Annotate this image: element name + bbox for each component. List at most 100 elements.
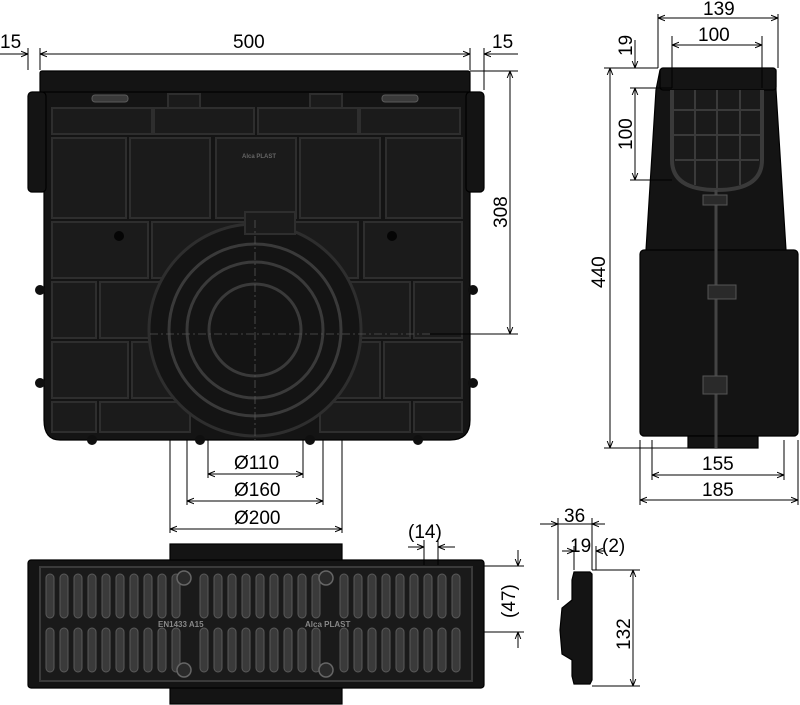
dim-side-total-height: 440 [589, 256, 610, 288]
dim-pipe-200: Ø200 [234, 508, 280, 529]
grate-slot-25 [409, 573, 419, 619]
side-view: 139 100 19 100 440 155 185 [589, 0, 799, 505]
grate-slot-13 [227, 573, 237, 619]
front-brick-21 [383, 341, 463, 399]
front-hole-right [387, 231, 397, 241]
grate-profile: 36 19 (2) 132 [540, 506, 640, 687]
dim-profile-width: 36 [564, 506, 585, 527]
front-brick-23 [99, 401, 191, 433]
grate-slot-12 [213, 573, 223, 619]
front-right-ear [465, 91, 485, 193]
front-feet [35, 285, 478, 445]
grate-slot-34 [115, 627, 125, 673]
dim-side-basket-depth: 100 [616, 118, 637, 150]
grate-slot-5 [101, 573, 111, 619]
grate-slot-7 [129, 573, 139, 619]
grate-slot-48 [339, 627, 349, 673]
grate-brand-label: Alca PLAST [305, 620, 350, 629]
front-brick-10 [51, 221, 149, 279]
profile-shape [559, 571, 593, 685]
grate-slot-47 [311, 627, 321, 673]
dim-profile-inner: 19 [570, 536, 591, 557]
grate-slot-49 [353, 627, 363, 673]
grate-slot-56 [451, 627, 461, 673]
front-top-slot-left [91, 94, 129, 103]
front-brand-label: Alca PLAST [242, 154, 276, 160]
front-brick-4 [359, 107, 461, 135]
grate-slot-1 [45, 573, 55, 619]
front-brick-9 [385, 137, 463, 219]
side-basket-grid [672, 90, 762, 190]
grate-slot-53 [409, 627, 419, 673]
grate-slot-38 [171, 627, 181, 673]
grate-slot-18 [297, 573, 307, 619]
grate-slot-17 [283, 573, 293, 619]
dim-side-top-width: 139 [703, 0, 735, 20]
grate-slot-55 [437, 627, 447, 673]
grate-slot-15 [255, 573, 265, 619]
grate-slot-42 [241, 627, 251, 673]
grate-slot-28 [451, 573, 461, 619]
front-brick-17 [413, 281, 463, 339]
grate-slot-14 [241, 573, 251, 619]
front-brick-1 [51, 107, 153, 135]
grate-top-tab [169, 543, 343, 563]
dim-front-height: 308 [491, 196, 512, 228]
side-clip-1 [702, 194, 728, 206]
grate-slot-24 [395, 573, 405, 619]
dim-grate-slot-gap: (14) [408, 522, 442, 543]
dim-grate-height: (47) [499, 584, 520, 618]
front-brick-24 [319, 401, 411, 433]
dim-side-bottom-outer: 185 [702, 480, 734, 501]
side-top-rim [659, 67, 777, 91]
grate-slot-33 [101, 627, 111, 673]
grate-slot-35 [129, 627, 139, 673]
front-hole-left [114, 231, 124, 241]
front-brick-8 [299, 137, 381, 219]
grate-slot-27 [437, 573, 447, 619]
front-brick-2 [153, 107, 255, 135]
front-brick-22 [51, 401, 97, 433]
grate-slot-22 [367, 573, 377, 619]
dim-side-bottom-inner: 155 [702, 454, 734, 475]
grate-slot-40 [213, 627, 223, 673]
front-brick-13 [363, 221, 463, 279]
dim-front-right-margin: 15 [492, 32, 513, 53]
outlet-top-tab [244, 211, 296, 235]
grate-slot-pattern [45, 573, 461, 673]
dim-pipe-160: Ø160 [234, 480, 280, 501]
grate-slot-50 [367, 627, 377, 673]
grate-slot-52 [395, 627, 405, 673]
front-left-ear [27, 91, 47, 193]
side-clip-3 [702, 375, 728, 395]
grate-slot-31 [73, 627, 83, 673]
front-brick-25 [413, 401, 463, 433]
grate-slot-39 [199, 627, 209, 673]
grate-slot-26 [423, 573, 433, 619]
grate-slot-2 [59, 573, 69, 619]
dim-pipe-110: Ø110 [234, 453, 279, 474]
front-top-tab-left [167, 93, 201, 109]
grate-slot-29 [45, 627, 55, 673]
side-lower-body [639, 249, 799, 437]
grate-slot-45 [283, 627, 293, 673]
front-brick-6 [129, 137, 211, 219]
side-clip-2 [707, 284, 737, 300]
grate-bolts [176, 570, 334, 678]
grate-slot-9 [157, 573, 167, 619]
dim-profile-lip: (2) [602, 536, 625, 557]
front-brick-3 [257, 107, 359, 135]
grate-bottom-tab [169, 685, 343, 705]
grate-slot-11 [199, 573, 209, 619]
dim-front-width: 500 [233, 32, 265, 53]
front-top-slot-right [381, 94, 419, 103]
dim-side-top-offset: 19 [616, 35, 637, 56]
grate-slot-10 [171, 573, 181, 619]
grate-slot-37 [157, 627, 167, 673]
grate-slot-30 [59, 627, 69, 673]
front-brick-7 [215, 137, 297, 219]
grate-slot-19 [311, 573, 321, 619]
dim-profile-height: 132 [614, 618, 635, 650]
grate-slot-6 [115, 573, 125, 619]
